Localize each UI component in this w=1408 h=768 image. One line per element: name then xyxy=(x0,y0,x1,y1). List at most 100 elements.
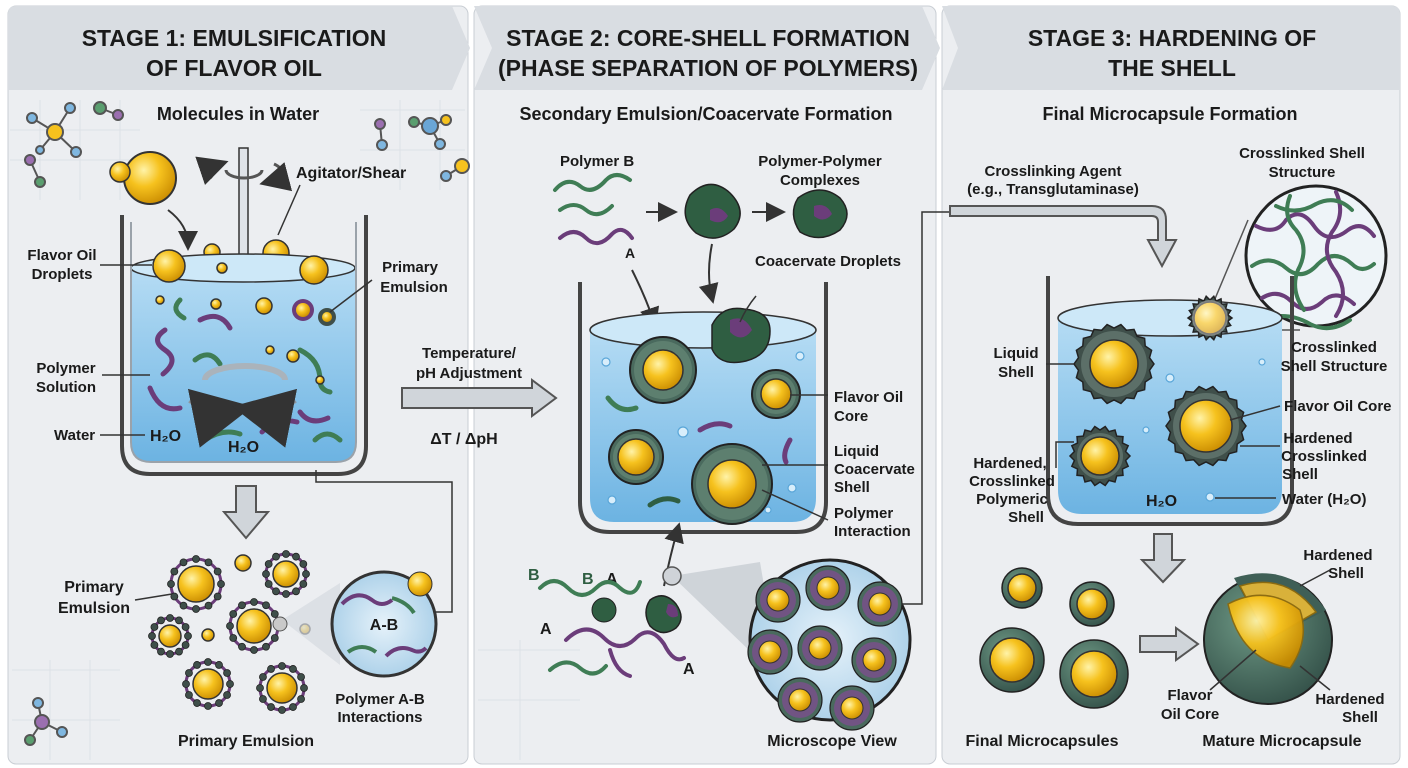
microscope-view xyxy=(662,558,912,731)
leader-line xyxy=(1229,405,1281,421)
oil-droplet xyxy=(234,554,252,572)
interactions-label-2: Interactions xyxy=(337,709,422,726)
core-shell-droplet xyxy=(691,443,773,525)
liquid-shell-label-2: Shell xyxy=(998,364,1034,381)
polymer-chains xyxy=(538,579,686,678)
liquid-shell-label-1: Liquid xyxy=(834,443,879,460)
coacervate-droplets-label: Coacervate Droplets xyxy=(755,253,901,270)
ab-interaction-zoom xyxy=(272,570,438,678)
flavor-oil-label-1: Flavor Oil xyxy=(27,247,96,264)
crosslinker-arrow xyxy=(949,205,1178,269)
microscope-cell xyxy=(829,685,875,731)
leader-line xyxy=(329,279,373,313)
core-shell-droplets xyxy=(608,336,801,525)
polymer-chains xyxy=(553,173,634,246)
leader-line xyxy=(1299,569,1331,587)
flavor-oil-label-2: Droplets xyxy=(32,266,93,283)
structure-side-label-2: Shell Structure xyxy=(1281,358,1388,375)
oil-droplet xyxy=(123,151,177,205)
polymer-complex xyxy=(792,189,848,239)
molecule-icon xyxy=(374,114,470,182)
h2o-label: H₂O xyxy=(1146,493,1177,510)
polymer-chains xyxy=(605,395,793,508)
microscope-cell xyxy=(805,565,851,611)
a-letter: A xyxy=(540,621,552,638)
polymer-complex xyxy=(591,597,617,623)
hardened-capsule xyxy=(1165,385,1247,467)
structure-top-label-2: Structure xyxy=(1269,164,1336,181)
stage1-subtitle: Molecules in Water xyxy=(157,104,319,124)
water-label: Water (H₂O) xyxy=(1282,491,1366,508)
leader-line xyxy=(1209,649,1257,691)
core-shell-droplet xyxy=(608,429,664,485)
microscope-cell xyxy=(851,637,897,683)
polymer-a-letter: A xyxy=(625,245,635,261)
result-arrow xyxy=(1139,626,1200,662)
drop-arrow xyxy=(698,243,719,304)
mature-shell-bottom-label-2: Shell xyxy=(1342,709,1378,726)
stage2-title-line2: (PHASE SEPARATION OF POLYMERS) xyxy=(498,55,918,81)
liquid-shell-label-3: Shell xyxy=(834,479,870,496)
emulsion-droplet xyxy=(167,555,225,613)
mature-core-label-1: Flavor xyxy=(1167,687,1212,704)
interaction-label-2: Interaction xyxy=(834,523,911,540)
hardened-label-1: Hardened xyxy=(1283,430,1352,447)
polymer-solution-label-2: Solution xyxy=(36,379,96,396)
microscope-cell xyxy=(857,581,903,627)
stage1-caption: Primary Emulsion xyxy=(178,733,314,750)
microscope-cell xyxy=(747,629,793,675)
final-microcapsule xyxy=(1001,567,1043,609)
h2o-label: H₂O xyxy=(150,428,181,445)
stage3-title-line2: THE SHELL xyxy=(1108,55,1236,81)
mature-shell-bottom-label-1: Hardened xyxy=(1315,691,1384,708)
hardened-capsule xyxy=(1068,425,1132,487)
core-shell-droplet xyxy=(629,336,697,404)
final-microcapsule xyxy=(979,627,1045,693)
leader-line xyxy=(277,184,301,236)
transition-label-2: pH Adjustment xyxy=(416,365,522,382)
h2o-label: H₂O xyxy=(228,439,259,456)
polymer-solution-label-1: Polymer xyxy=(36,360,95,377)
microscope-cell xyxy=(755,577,801,623)
stage2-title-line1: STAGE 2: CORE-SHELL FORMATION xyxy=(506,25,910,51)
hardened-label-3: Shell xyxy=(1282,466,1318,483)
crosslinked-network-zoom xyxy=(1244,184,1388,331)
oil-droplet xyxy=(201,628,215,642)
stage1-title-line1: STAGE 1: EMULSIFICATION xyxy=(82,25,387,51)
a-letter: A xyxy=(683,661,695,678)
hardened-capsules-in-beaker xyxy=(1068,295,1247,487)
emulsion-droplet xyxy=(262,550,310,598)
core-label: Flavor Oil Core xyxy=(1284,398,1392,415)
b-letter: B xyxy=(528,567,540,584)
hardened-poly-label-3: Polymeric xyxy=(976,491,1048,508)
final-microcapsule xyxy=(1059,639,1129,709)
transition-label-1: Temperature/ xyxy=(422,345,517,362)
ab-label: A-B xyxy=(370,617,398,634)
core-label-1: Flavor Oil xyxy=(834,389,903,406)
final-microcapsule xyxy=(1069,581,1115,627)
polymer-complex xyxy=(684,183,741,239)
water-label: Water xyxy=(54,427,95,444)
leader-line xyxy=(1055,441,1074,468)
leader-line xyxy=(739,295,757,323)
transition-delta: ΔT / ΔpH xyxy=(430,431,497,448)
primary-emulsion-label-2: Emulsion xyxy=(380,279,448,296)
stage2-subtitle: Secondary Emulsion/Coacervate Formation xyxy=(519,104,892,124)
liquid-shell-label-2: Coacervate xyxy=(834,461,915,478)
crosslinker-label-2: (e.g., Transglutaminase) xyxy=(967,181,1139,198)
mature-caption: Mature Microcapsule xyxy=(1202,733,1361,750)
connector-line xyxy=(902,211,950,605)
polymer-b-label: Polymer B xyxy=(560,153,634,170)
structure-side-label-1: Crosslinked xyxy=(1291,339,1377,356)
stage3-title-line1: STAGE 3: HARDENING OF xyxy=(1028,25,1316,51)
microscope-cell xyxy=(797,625,843,671)
coacervate-blob xyxy=(711,307,771,364)
emulsion-droplet xyxy=(256,662,308,714)
emulsion-droplet xyxy=(148,614,192,658)
hardened-poly-label-2: Crosslinked xyxy=(969,473,1055,490)
primary-emulsion-droplet xyxy=(292,299,336,326)
bubbles xyxy=(1142,358,1266,502)
primary-emulsion-side-label-2: Emulsion xyxy=(58,600,130,617)
primary-emulsion-label-1: Primary xyxy=(382,259,439,276)
